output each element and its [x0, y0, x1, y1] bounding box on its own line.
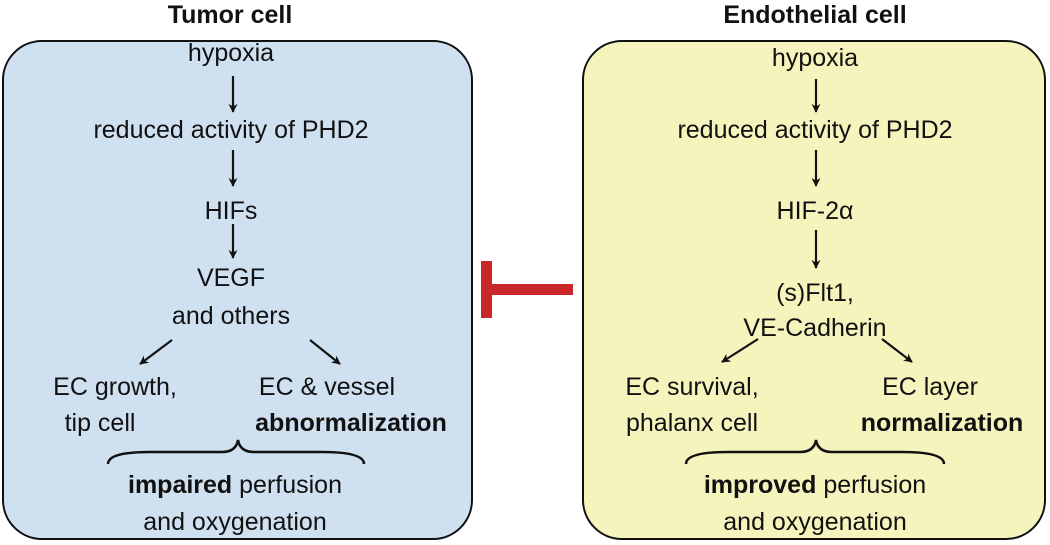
right-arrow-diag-right	[881, 338, 913, 363]
right-brace	[684, 439, 946, 465]
right-branch-survival: EC survival,	[625, 373, 759, 401]
left-step-hypoxia: hypoxia	[187, 39, 275, 67]
left-branch-growth: EC growth,	[53, 373, 177, 401]
left-branch-tip-cell: tip cell	[64, 409, 136, 437]
right-branch-normalization: normalization	[860, 409, 1024, 437]
left-branch-abnormalization: abnormalization	[255, 409, 447, 437]
right-outcome-line2: and oxygenation	[723, 508, 907, 536]
right-arrow-diag-left	[721, 338, 759, 363]
left-step-vegf: VEGF	[196, 264, 266, 292]
left-outcome-line1: impaired perfusion	[128, 471, 342, 499]
right-step-ve-cadherin: VE-Cadherin	[743, 314, 887, 342]
endothelial-cell-panel	[582, 40, 1046, 540]
left-arrow-diag-right	[309, 339, 341, 365]
right-step-hypoxia: hypoxia	[771, 44, 859, 72]
right-step-flt1: (s)Flt1,	[776, 279, 854, 307]
left-step-others: and others	[171, 302, 291, 330]
right-step-phd2: reduced activity of PHD2	[677, 116, 953, 144]
tumor-cell-panel	[2, 40, 473, 540]
left-step-hifs: HIFs	[204, 197, 258, 225]
left-brace	[106, 439, 366, 465]
left-outcome-line2: and oxygenation	[143, 508, 327, 536]
inhibition-symbol	[481, 261, 573, 318]
left-branch-vessel: EC & vessel	[258, 373, 396, 401]
right-branch-layer: EC layer	[882, 373, 978, 401]
right-branch-phalanx: phalanx cell	[625, 409, 759, 437]
right-step-hif2a: HIF-2α	[776, 197, 854, 225]
left-arrow-diag-left	[139, 339, 173, 365]
right-outcome-line1: improved perfusion	[703, 471, 927, 499]
right-panel-title: Endothelial cell	[723, 1, 907, 29]
left-step-phd2: reduced activity of PHD2	[93, 116, 369, 144]
left-panel-title: Tumor cell	[167, 1, 293, 29]
